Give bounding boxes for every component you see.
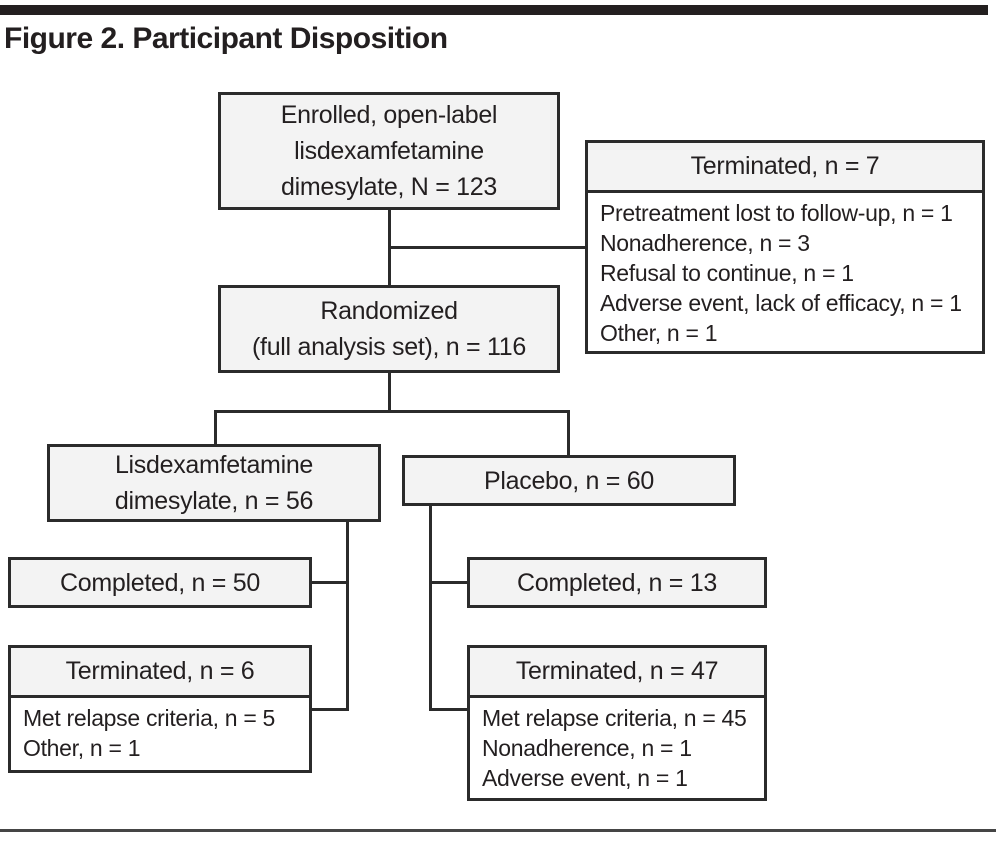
ldx-arm-line-2: dimesylate, n = 56 (114, 487, 314, 515)
termination-reason: Nonadherence, n = 1 (482, 735, 692, 761)
termination-reason: Adverse event, lack of efficacy, n = 1 (600, 290, 962, 316)
randomized-line-2: (full analysis set), n = 116 (252, 333, 526, 361)
bottom-rule (0, 829, 996, 832)
top-rule (0, 5, 988, 15)
ldx-completed-box: Completed, n = 50 (8, 557, 312, 608)
terminated-open-label-header: Terminated, n = 7 (588, 143, 982, 193)
termination-reason: Pretreatment lost to follow-up, n = 1 (600, 200, 953, 226)
termination-reason: Adverse event, n = 1 (482, 765, 688, 791)
ldx-completed-label: Completed, n = 50 (60, 568, 260, 597)
placebo-arm-label: Placebo, n = 60 (484, 466, 654, 495)
placebo-completed-box: Completed, n = 13 (467, 557, 767, 608)
connector-placebo-completed (430, 581, 467, 584)
enrolled-line-2: lisdexamfetamine (294, 137, 484, 165)
enrolled-line-1: Enrolled, open-label (280, 101, 498, 129)
enrolled-line-3: dimesylate, N = 123 (281, 173, 497, 201)
ldx-terminated-box: Terminated, n = 6 Met relapse criteria, … (8, 645, 312, 773)
randomized-box: Randomized (full analysis set), n = 116 (218, 285, 560, 373)
ldx-terminated-reasons: Met relapse criteria, n = 5 Other, n = 1 (11, 698, 309, 770)
connector-enrolled-terminated (388, 246, 585, 249)
placebo-arm-box: Placebo, n = 60 (402, 455, 736, 506)
placebo-terminated-reasons: Met relapse criteria, n = 45 Nonadherenc… (470, 698, 764, 798)
termination-reason: Refusal to continue, n = 1 (600, 260, 854, 286)
connector-placebo-down (429, 505, 432, 711)
termination-reason: Other, n = 1 (600, 320, 718, 346)
termination-reason: Met relapse criteria, n = 45 (482, 705, 747, 731)
connector-split-placebo (567, 410, 570, 457)
termination-reason: Met relapse criteria, n = 5 (23, 705, 276, 731)
ldx-arm-line-1: Lisdexamfetamine (114, 451, 314, 479)
placebo-terminated-header: Terminated, n = 47 (470, 648, 764, 698)
terminated-open-label-reasons: Pretreatment lost to follow-up, n = 1 No… (588, 193, 982, 351)
connector-ldx-completed (312, 581, 348, 584)
terminated-open-label-box: Terminated, n = 7 Pretreatment lost to f… (585, 140, 985, 354)
termination-reason: Nonadherence, n = 3 (600, 230, 810, 256)
ldx-terminated-header: Terminated, n = 6 (11, 648, 309, 698)
connector-enrolled-randomized (388, 210, 391, 288)
enrolled-box: Enrolled, open-label lisdexamfetamine di… (218, 92, 560, 210)
termination-reason: Other, n = 1 (23, 735, 141, 761)
figure-title: Figure 2. Participant Disposition (4, 22, 448, 55)
placebo-terminated-box: Terminated, n = 47 Met relapse criteria,… (467, 645, 767, 801)
randomized-line-1: Randomized (320, 297, 458, 325)
connector-ldx-down (346, 520, 349, 711)
placebo-completed-label: Completed, n = 13 (517, 568, 717, 597)
connector-randomized-split (388, 373, 391, 413)
connector-placebo-terminated (430, 708, 469, 711)
ldx-arm-box: Lisdexamfetamine dimesylate, n = 56 (47, 444, 381, 522)
connector-split-horizontal (214, 410, 570, 413)
connector-ldx-terminated (310, 708, 349, 711)
connector-split-ldx (214, 410, 217, 446)
